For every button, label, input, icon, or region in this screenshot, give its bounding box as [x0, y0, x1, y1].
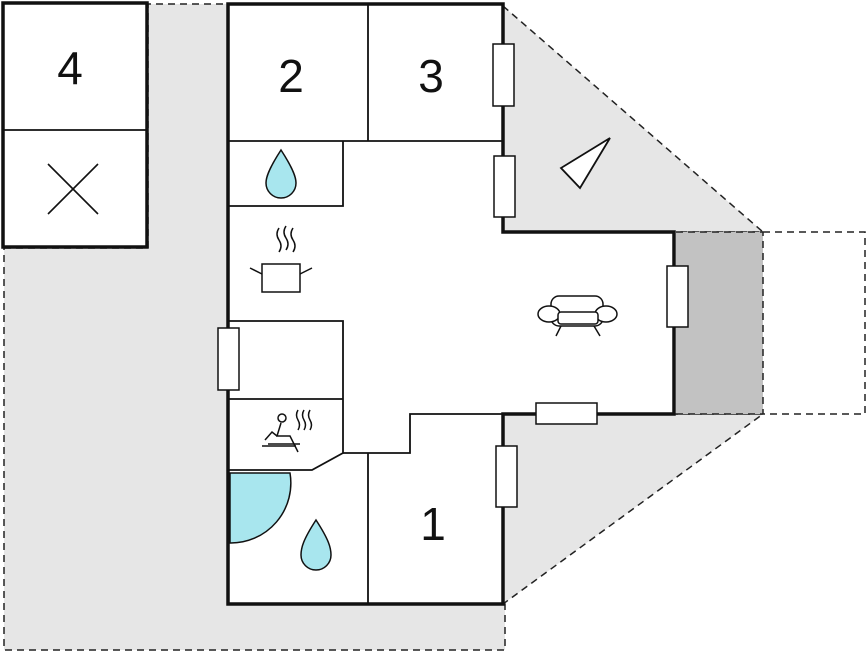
window: [535, 402, 598, 425]
window: [492, 43, 515, 107]
room-label-4: 4: [57, 42, 83, 94]
windows: [217, 43, 689, 508]
lower-right-terrace: [502, 413, 766, 606]
bathroom-water-icon: [300, 518, 332, 571]
upper-right-terrace: [502, 4, 766, 233]
room-label-1: 1: [420, 498, 446, 550]
window: [495, 445, 518, 508]
window: [217, 327, 240, 391]
bathroom-water-icon: [265, 148, 297, 199]
room-label-3: 3: [418, 50, 444, 102]
living-sofa-icon: [537, 295, 618, 337]
covered-terrace: [676, 232, 763, 414]
terrace-areas: [3, 3, 866, 651]
window: [493, 155, 516, 218]
room-label-2: 2: [278, 50, 304, 102]
sauna-icon: [262, 409, 313, 453]
compass-north-icon: [559, 137, 611, 190]
kitchen-pot-icon: [249, 225, 313, 293]
room-4-building: [1, 1, 149, 249]
right-deck: [762, 231, 866, 415]
storage-x-icon: [47, 163, 99, 215]
window: [666, 265, 689, 328]
interior-walls: [228, 4, 503, 604]
door-swing-icon: [229, 472, 292, 544]
